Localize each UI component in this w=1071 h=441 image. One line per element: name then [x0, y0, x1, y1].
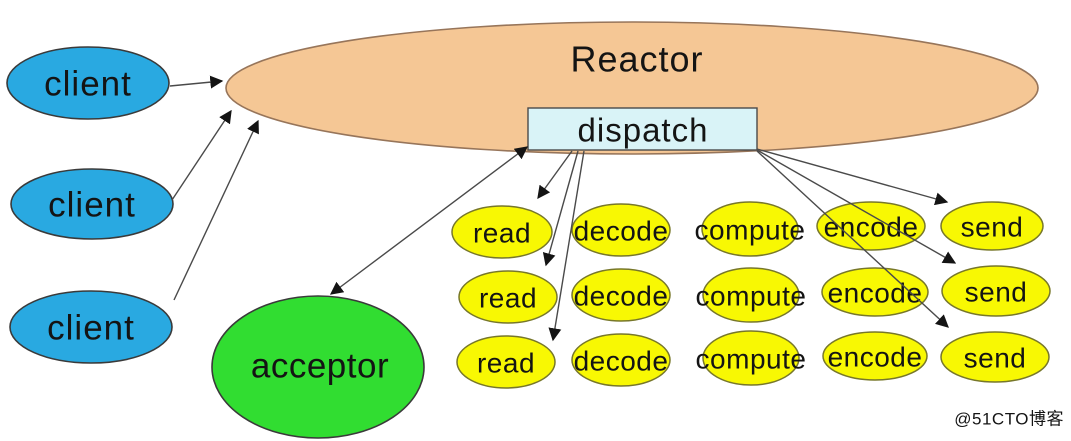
- stage-compute: compute: [696, 330, 807, 386]
- dispatch-label: dispatch: [578, 112, 709, 149]
- stage-read: read: [451, 205, 553, 259]
- stage-encode: encode: [822, 331, 928, 381]
- reactor-ellipse: [225, 21, 1039, 155]
- client-ellipse: [10, 168, 174, 240]
- stage-label: decode: [574, 216, 669, 247]
- client-label: client: [48, 186, 136, 225]
- stage-ellipse: [571, 268, 671, 322]
- stage-ellipse: [702, 330, 800, 386]
- stage-label: read: [479, 283, 537, 314]
- watermark-text: @51CTO博客: [954, 410, 1064, 429]
- arrow-client2-to-reactor: [171, 109, 232, 201]
- arrow-dispatch-to-send3: [756, 150, 949, 328]
- stage-decode: decode: [571, 203, 671, 257]
- client-node-1: client: [6, 46, 170, 120]
- arrow-dispatch-to-read1: [537, 150, 573, 200]
- stage-encode: encode: [816, 201, 926, 251]
- arrow-dispatch-to-read3: [548, 150, 585, 342]
- pipeline-row-2: read decode compute encode send: [458, 265, 1051, 324]
- stage-decode: decode: [571, 268, 671, 322]
- arrows: [169, 75, 957, 342]
- client-ellipse: [9, 290, 173, 364]
- client-label: client: [47, 309, 135, 348]
- stage-send: send: [941, 265, 1051, 317]
- stage-ellipse: [821, 267, 929, 317]
- stage-ellipse: [940, 201, 1044, 251]
- stage-ellipse: [702, 267, 800, 323]
- acceptor-node: acceptor: [211, 295, 425, 439]
- stage-ellipse: [571, 333, 671, 387]
- stage-label: decode: [574, 346, 669, 377]
- arrow-dispatch-to-send2: [756, 149, 957, 264]
- arrow-client3-to-reactor: [173, 119, 259, 301]
- stage-label: decode: [574, 281, 669, 312]
- client-ellipse: [6, 46, 170, 120]
- stage-ellipse: [571, 203, 671, 257]
- stage-compute: compute: [696, 267, 807, 323]
- stage-label: send: [961, 212, 1024, 243]
- stage-ellipse: [456, 335, 556, 389]
- acceptor-ellipse: [211, 295, 425, 439]
- stage-ellipse: [701, 201, 799, 257]
- pipeline-row-3: read decode compute encode send: [456, 330, 1050, 389]
- stage-label: encode: [828, 278, 923, 309]
- reactor-node: Reactor: [225, 21, 1039, 155]
- stage-label: read: [473, 218, 531, 249]
- dispatch-rect: [527, 107, 758, 151]
- client-node-2: client: [10, 168, 174, 240]
- stage-send: send: [940, 331, 1050, 383]
- stage-label: compute: [696, 281, 807, 312]
- reactor-label: Reactor: [570, 39, 703, 80]
- client-node-3: client: [9, 290, 173, 364]
- stage-decode: decode: [571, 333, 671, 387]
- stage-encode: encode: [821, 267, 929, 317]
- dispatch-node: dispatch: [527, 107, 758, 151]
- arrow-client1-to-reactor: [169, 75, 224, 89]
- stage-send: send: [940, 201, 1044, 251]
- stage-compute: compute: [695, 201, 806, 257]
- arrow-dispatch-to-read2: [542, 150, 579, 267]
- stage-label: encode: [824, 212, 919, 243]
- arrow-dispatch-acceptor: [329, 146, 529, 295]
- arrow-dispatch-to-send1: [756, 148, 949, 206]
- stage-ellipse: [941, 265, 1051, 317]
- stage-label: encode: [828, 342, 923, 373]
- stage-ellipse: [816, 201, 926, 251]
- client-label: client: [44, 65, 132, 104]
- stage-label: compute: [695, 215, 806, 246]
- stage-label: read: [477, 348, 535, 379]
- stage-ellipse: [940, 331, 1050, 383]
- acceptor-label: acceptor: [251, 347, 389, 386]
- stage-label: send: [965, 277, 1028, 308]
- pipeline-row-1: read decode compute encode send: [451, 201, 1044, 259]
- stage-read: read: [458, 270, 558, 324]
- stage-label: send: [964, 343, 1027, 374]
- stage-label: compute: [696, 344, 807, 375]
- stage-ellipse: [822, 331, 928, 381]
- stage-read: read: [456, 335, 556, 389]
